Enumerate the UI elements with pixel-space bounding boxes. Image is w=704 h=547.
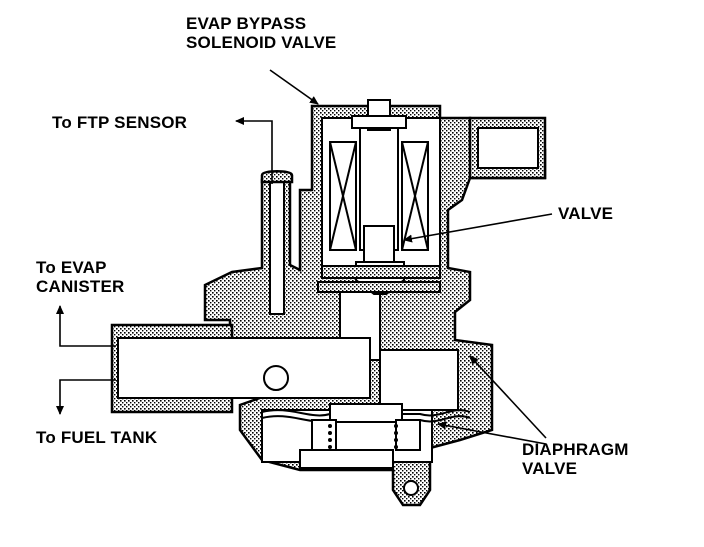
evap-canister-label: To EVAP CANISTER [36,258,125,296]
fuel-tank-label: To FUEL TANK [36,428,157,447]
diaphragm-label-line2: VALVE [522,459,578,478]
valve-label: VALVE [558,204,613,223]
diaphragm-label-line1: DIAPHRAGM [522,440,629,459]
diaphragm-valve-label: DIAPHRAGM VALVE [522,440,629,478]
ftp-sensor-port [260,170,294,184]
evap-bypass-label-line2: SOLENOID VALVE [186,33,337,52]
solenoid-plunger [317,225,441,295]
fuel-tank-label-text: To FUEL TANK [36,428,158,447]
evap-canister-label-line1: To EVAP [36,258,107,277]
evap-bypass-solenoid-label: EVAP BYPASS SOLENOID VALVE [186,14,336,52]
evap-bypass-label-line1: EVAP BYPASS [186,14,307,33]
diaphragm-assembly [261,403,471,451]
valve-label-text: VALVE [558,204,614,223]
evap-canister-label-line2: CANISTER [36,277,125,296]
leader-lines [56,69,553,445]
ftp-sensor-label: To FTP SENSOR [52,113,187,132]
ftp-sensor-label-text: To FTP SENSOR [52,113,188,132]
